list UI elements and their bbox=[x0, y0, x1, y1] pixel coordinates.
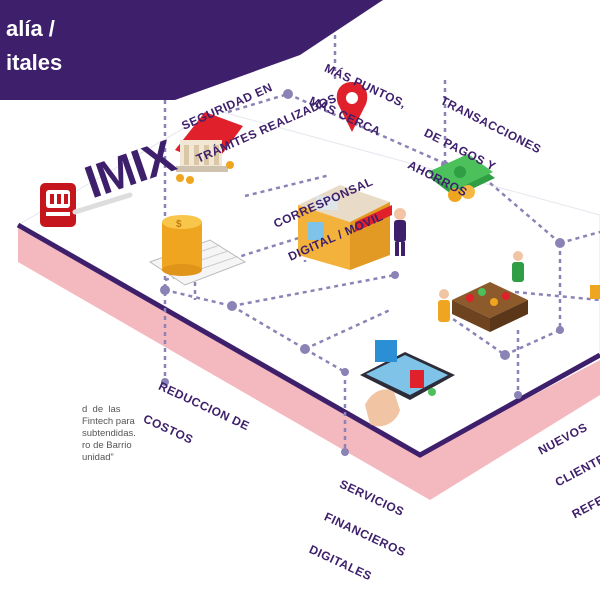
label-nuevos-line-2: CLIENTES bbox=[552, 447, 600, 490]
corner-store-icon bbox=[298, 185, 406, 270]
smartphone-icon bbox=[360, 340, 455, 427]
body-text-line-2: Fintech para bbox=[82, 416, 135, 427]
title-banner bbox=[0, 0, 383, 100]
logo-underline bbox=[72, 192, 133, 215]
banner-title-line-2: itales bbox=[6, 50, 63, 75]
body-text-line-5: unidad” bbox=[82, 452, 114, 463]
svg-text:$: $ bbox=[176, 219, 182, 230]
label-nuevos-line-3: REFERIDOS bbox=[569, 473, 600, 522]
diagram-canvas: $ bbox=[0, 0, 600, 500]
banner-title-line-1: alía / bbox=[6, 16, 55, 41]
imix-logo-mark bbox=[40, 183, 76, 227]
body-text-line-4: ro de Barrio bbox=[82, 440, 132, 451]
body-text-line-1: d de las bbox=[82, 404, 121, 415]
body-text-line-3: subtendidas. bbox=[82, 428, 136, 439]
label-mas-puntos-line-1: MÁS PUNTOS, bbox=[322, 60, 409, 111]
bank-icon bbox=[175, 112, 243, 184]
coin-stack-icon: $ bbox=[148, 215, 247, 286]
platform-edge bbox=[16, 222, 600, 458]
market-stalls-icon bbox=[438, 251, 600, 332]
connector-lines bbox=[163, 35, 600, 452]
label-servicios-line-3: DIGITALES bbox=[306, 542, 375, 584]
label-nuevos-line-1: NUEVOS bbox=[535, 420, 590, 458]
label-servicios-line-1: SERVICIOS bbox=[337, 476, 407, 519]
location-pin-icon bbox=[336, 82, 368, 132]
label-servicios-line-2: FINANCIEROS bbox=[322, 509, 408, 560]
money-bills-icon bbox=[428, 154, 495, 202]
